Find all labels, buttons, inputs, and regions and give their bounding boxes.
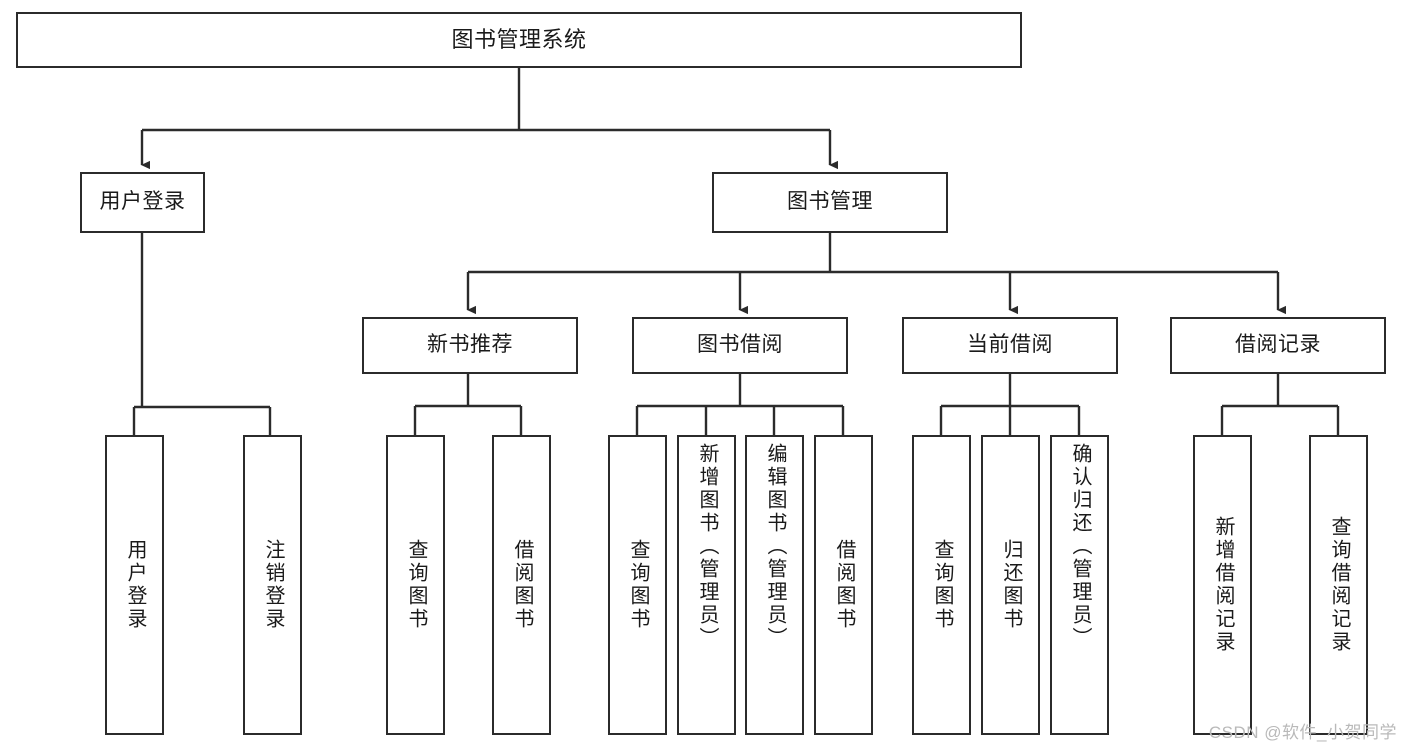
leaf-query-borrow-record[interactable]: 查询借阅记录 [1309,435,1368,735]
leaf-query-book-recommend[interactable]: 查询图书 [386,435,445,735]
leaf-add-book-admin[interactable]: 新增图书（管理员） [677,435,736,735]
node-label: 新增图书（管理员） [696,443,718,650]
node-label: 查询图书 [405,539,427,631]
node-label: 查询借阅记录 [1328,516,1350,654]
node-current-borrow[interactable]: 当前借阅 [902,317,1118,374]
node-label: 图书管理系统 [451,27,587,53]
leaf-borrow-book-borrow[interactable]: 借阅图书 [814,435,873,735]
leaf-return-book[interactable]: 归还图书 [981,435,1040,735]
node-label: 用户登录 [99,190,186,214]
node-label: 归还图书 [1000,539,1022,631]
csdn-watermark: CSDN @软件_小贺同学 [1208,723,1397,742]
node-label: 借阅图书 [511,539,533,631]
leaf-query-book-borrow[interactable]: 查询图书 [608,435,667,735]
leaf-query-book-current[interactable]: 查询图书 [912,435,971,735]
node-root-book-management-system[interactable]: 图书管理系统 [16,12,1022,68]
leaf-edit-book-admin[interactable]: 编辑图书（管理员） [745,435,804,735]
node-label: 新书推荐 [427,333,513,357]
leaf-logout-login[interactable]: 注销登录 [243,435,302,735]
node-label: 新增借阅记录 [1212,516,1234,654]
leaf-borrow-book-recommend[interactable]: 借阅图书 [492,435,551,735]
node-label: 当前借阅 [967,333,1053,357]
node-borrow-record[interactable]: 借阅记录 [1170,317,1386,374]
leaf-confirm-return-admin[interactable]: 确认归还（管理员） [1050,435,1109,735]
node-user-login[interactable]: 用户登录 [80,172,205,233]
leaf-user-login[interactable]: 用户登录 [105,435,164,735]
leaf-add-borrow-record[interactable]: 新增借阅记录 [1193,435,1252,735]
node-label: 用户登录 [124,539,146,631]
node-label: 图书管理 [787,190,873,214]
node-label: 图书借阅 [697,333,783,357]
node-book-borrow[interactable]: 图书借阅 [632,317,848,374]
node-label: 编辑图书（管理员） [764,443,786,650]
node-label: 查询图书 [627,539,649,631]
node-label: 借阅记录 [1235,333,1321,357]
node-label: 查询图书 [931,539,953,631]
node-book-management[interactable]: 图书管理 [712,172,948,233]
node-label: 借阅图书 [833,539,855,631]
node-new-book-recommend[interactable]: 新书推荐 [362,317,578,374]
node-label: 注销登录 [262,539,284,631]
node-label: 确认归还（管理员） [1069,443,1091,650]
